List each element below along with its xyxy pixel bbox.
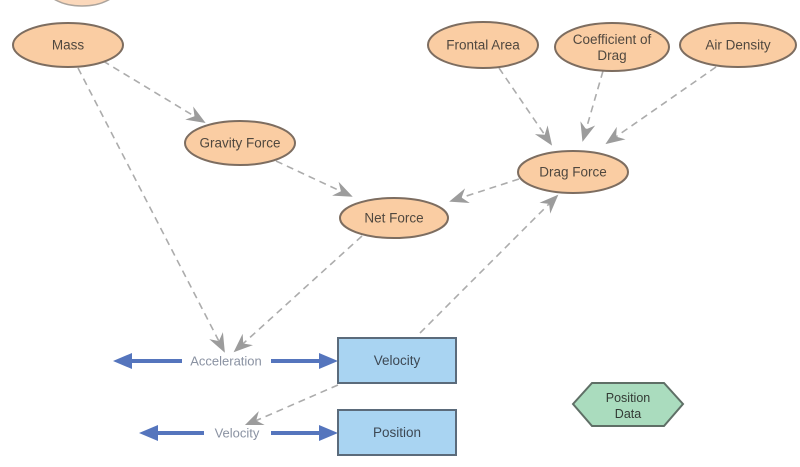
variable-net-force[interactable]: Net Force <box>339 197 449 239</box>
link-velocity-to-drag-force[interactable] <box>419 194 559 334</box>
net-force-label: Net Force <box>364 211 423 226</box>
link-mass-to-acceleration[interactable] <box>77 67 225 353</box>
stock-velocity[interactable]: Velocity <box>337 337 457 384</box>
causal-links <box>77 60 717 426</box>
position-data-label-line2: Data <box>615 407 641 421</box>
link-mass-to-gravity-force[interactable] <box>102 60 206 123</box>
coefficient-of-drag-label-line2: Drag <box>597 48 626 63</box>
position-stock-label: Position <box>373 425 421 440</box>
acceleration-flow-label[interactable]: Acceleration <box>190 354 262 369</box>
link-net-force-to-acceleration[interactable] <box>233 235 363 353</box>
acceleration-flow-right-arrowhead <box>319 353 338 369</box>
acceleration-flow[interactable]: Acceleration <box>113 353 338 369</box>
position-data-label-line1: Position <box>606 391 651 405</box>
link-drag-force-to-net-force[interactable] <box>449 178 520 203</box>
drag-force-label: Drag Force <box>539 165 607 180</box>
variable-frontal-area[interactable]: Frontal Area <box>427 21 539 69</box>
velocity-stock-box[interactable] <box>337 337 457 384</box>
variable-gravity-force[interactable]: Gravity Force <box>184 120 296 166</box>
gravity-force-ellipse[interactable] <box>184 120 296 166</box>
velocity-flow-label[interactable]: Velocity <box>215 426 260 441</box>
variable-coefficient-of-drag[interactable]: Coefficient of Drag <box>554 22 670 72</box>
air-density-label: Air Density <box>705 38 771 53</box>
acceleration-flow-left-arrowhead <box>113 353 132 369</box>
data-node-position-data[interactable]: Position Data <box>571 382 685 427</box>
coefficient-of-drag-ellipse[interactable] <box>554 22 670 72</box>
link-gravity-force-to-net-force[interactable] <box>275 160 353 197</box>
position-data-hexagon[interactable] <box>571 382 685 427</box>
variable-drag-force[interactable]: Drag Force <box>517 150 629 194</box>
variable-mass[interactable]: Mass <box>12 22 124 68</box>
velocity-flow[interactable]: Velocity <box>139 425 338 441</box>
frontal-area-label: Frontal Area <box>446 38 520 53</box>
velocity-label-mask <box>204 425 271 441</box>
position-stock-box[interactable] <box>337 409 457 456</box>
mass-ellipse[interactable] <box>12 22 124 68</box>
velocity-flow-right-arrowhead <box>319 425 338 441</box>
link-frontal-area-to-drag-force[interactable] <box>498 67 553 146</box>
link-coefficient-of-drag-to-drag-force[interactable] <box>580 70 604 142</box>
velocity-stock-label: Velocity <box>374 353 421 368</box>
clipped-variable-ellipse[interactable] <box>45 0 119 7</box>
velocity-flow-left-arrowhead <box>139 425 158 441</box>
net-force-ellipse[interactable] <box>339 197 449 239</box>
link-air-density-to-drag-force[interactable] <box>605 66 717 145</box>
drag-force-ellipse[interactable] <box>517 150 629 194</box>
acceleration-label-mask <box>182 353 271 369</box>
air-density-ellipse[interactable] <box>679 22 797 68</box>
gravity-force-label: Gravity Force <box>199 136 280 151</box>
frontal-area-ellipse[interactable] <box>427 21 539 69</box>
coefficient-of-drag-label-line1: Coefficient of <box>573 32 652 47</box>
link-velocity-to-velocity-flow[interactable] <box>244 384 339 426</box>
variable-air-density[interactable]: Air Density <box>679 22 797 68</box>
mass-label: Mass <box>52 38 85 53</box>
stock-position[interactable]: Position <box>337 409 457 456</box>
